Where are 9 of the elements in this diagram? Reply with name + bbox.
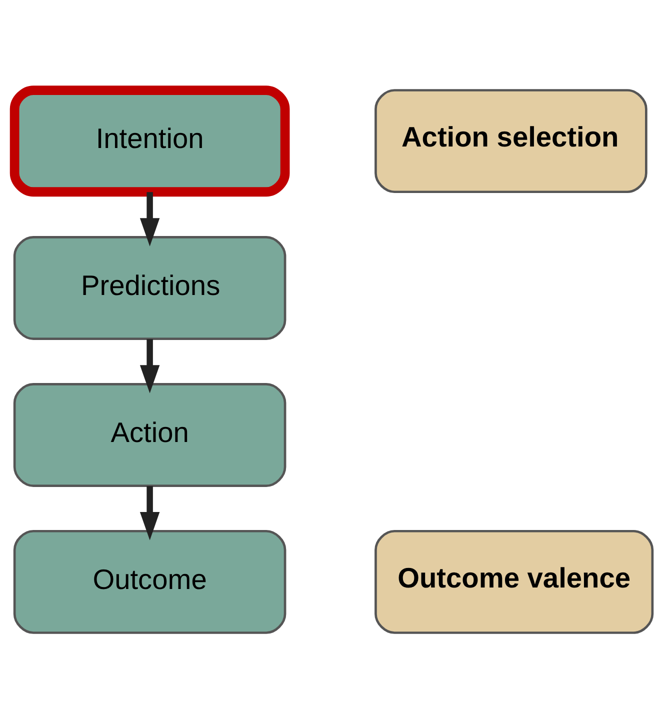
node-box: Action <box>13 382 286 486</box>
node-box: Outcome valence <box>374 529 654 634</box>
node-box: Action selection <box>374 88 648 193</box>
node-box: Predictions <box>13 236 286 340</box>
arrow <box>140 338 160 393</box>
arrow <box>140 486 160 540</box>
node-box: Intention <box>10 85 290 196</box>
node-box: Outcome <box>13 529 286 634</box>
arrow <box>140 192 160 246</box>
